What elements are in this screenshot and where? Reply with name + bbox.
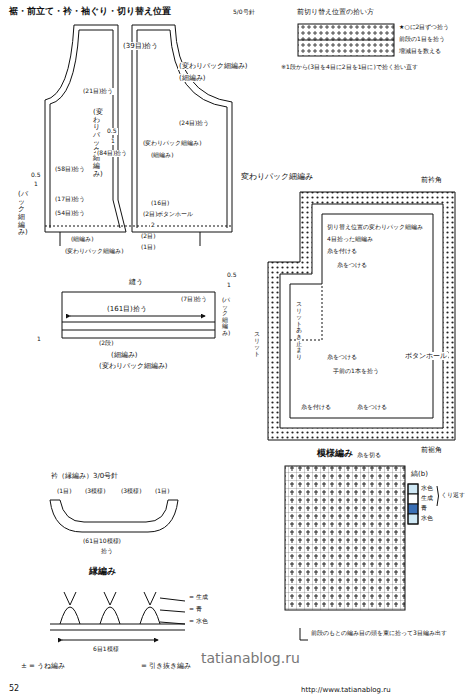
label: = 生成 xyxy=(188,594,209,601)
label: ± = うね編み xyxy=(20,662,66,670)
label: (84目)拾う xyxy=(96,150,128,157)
label: 前段のもとの編み目の頭を束に拾って3目編み出す xyxy=(310,630,462,637)
label: = 水色 xyxy=(188,618,209,625)
vertical-label: (パック細編み) xyxy=(222,296,228,338)
label: (変わりパック細編み) xyxy=(178,62,248,70)
label: 拾う xyxy=(100,548,114,555)
label: (1目) xyxy=(154,488,171,495)
label: 52 xyxy=(8,684,20,693)
label: (54目)拾う xyxy=(54,210,86,217)
label: 前段の1目を拾う xyxy=(398,36,446,43)
label: 青 xyxy=(420,505,428,512)
vertical-label: (変わりパック細編み) xyxy=(93,108,100,179)
label: = 引き抜き編み xyxy=(140,662,192,670)
label: (1目) xyxy=(140,244,157,251)
label: (変わりパック細編み) xyxy=(142,140,203,147)
label: 6目1模様 xyxy=(92,646,120,653)
label: (細編み) xyxy=(70,236,95,243)
label: (細編み) xyxy=(178,74,206,82)
label: 0.5 xyxy=(106,128,118,135)
label: (24目)拾う xyxy=(178,120,210,127)
label: 裾・前立て・衿・袖ぐり・切り替え位置 xyxy=(8,6,172,16)
label: 糸を付ける xyxy=(326,248,358,255)
label: = 青 xyxy=(188,606,203,613)
label: 糸をつける xyxy=(326,354,358,361)
label: (細編み) xyxy=(110,351,138,359)
label: 5/0号針 xyxy=(232,9,256,16)
label: 糸をつける xyxy=(356,404,388,411)
label: 切り替え位置の変わりパック細編み xyxy=(326,224,424,231)
label: ★○に2目ずつ拾う xyxy=(398,24,450,31)
label: 変わりパック細編み xyxy=(240,172,314,181)
label: 前切り替え位置の拾い方 xyxy=(296,8,375,16)
label: (細編み) xyxy=(150,152,175,159)
label: (58目)拾う xyxy=(54,166,86,173)
label: (161目)拾う xyxy=(106,305,148,313)
label: 0.5 xyxy=(226,272,238,279)
label: くり返す xyxy=(440,492,466,499)
label: 手前の1本を拾う xyxy=(332,368,380,375)
label: (21目)拾う xyxy=(82,88,114,95)
label: 前裾角 xyxy=(420,446,443,454)
label: 2 xyxy=(150,222,156,229)
label: (3模様) xyxy=(84,488,107,495)
label: 1 xyxy=(36,336,42,343)
label: (2目) xyxy=(140,233,157,240)
label: tatianablog.ru xyxy=(200,650,301,666)
label: 1 xyxy=(110,138,116,145)
label: (1目) xyxy=(56,488,73,495)
label: 水色 xyxy=(420,515,434,522)
label: 衿（縁編み）3/0号針 xyxy=(50,472,119,480)
label: 前衿角 xyxy=(420,176,443,184)
label: (17目)拾う xyxy=(54,196,86,203)
label: 0.5 xyxy=(30,172,42,179)
vertical-label: スリット xyxy=(254,330,260,358)
label: (2目)ボタンホール xyxy=(142,211,195,218)
label: 1 xyxy=(226,282,232,289)
label: 生成 xyxy=(420,495,434,502)
label: 縫う xyxy=(128,278,144,286)
label: (3模様) xyxy=(120,488,143,495)
label: 模様編み xyxy=(316,448,354,458)
label: 糸を切る xyxy=(356,452,382,459)
label: 1 xyxy=(33,181,39,188)
label: 糸をつける xyxy=(336,262,368,269)
label: (変わりパック細編み) xyxy=(64,248,125,255)
label: 4目拾った細編み xyxy=(326,236,374,243)
label: 縞(b) xyxy=(410,470,429,478)
label: (16目) xyxy=(150,200,170,207)
label: 増減目を数える xyxy=(398,48,442,55)
vertical-label: スリットあき止まり xyxy=(296,300,302,361)
label: (7目)拾う xyxy=(180,296,209,303)
label: ボタンホール xyxy=(404,352,448,360)
label: (39目)拾う xyxy=(122,42,159,50)
label: 水色 xyxy=(420,485,434,492)
vertical-label: (パック細編み) xyxy=(18,190,25,238)
label: 縁編み xyxy=(88,566,117,576)
label: http://www.tatianablog.ru xyxy=(300,686,392,694)
label: (2段) xyxy=(98,340,115,347)
label: (61目10模様) xyxy=(82,538,122,545)
label: 糸を付ける xyxy=(300,404,332,411)
label: ※1段から(3目を4目に2目を1目に)で拾く拾い直す xyxy=(280,64,419,71)
label: (変わりパック細編み) xyxy=(98,362,168,370)
